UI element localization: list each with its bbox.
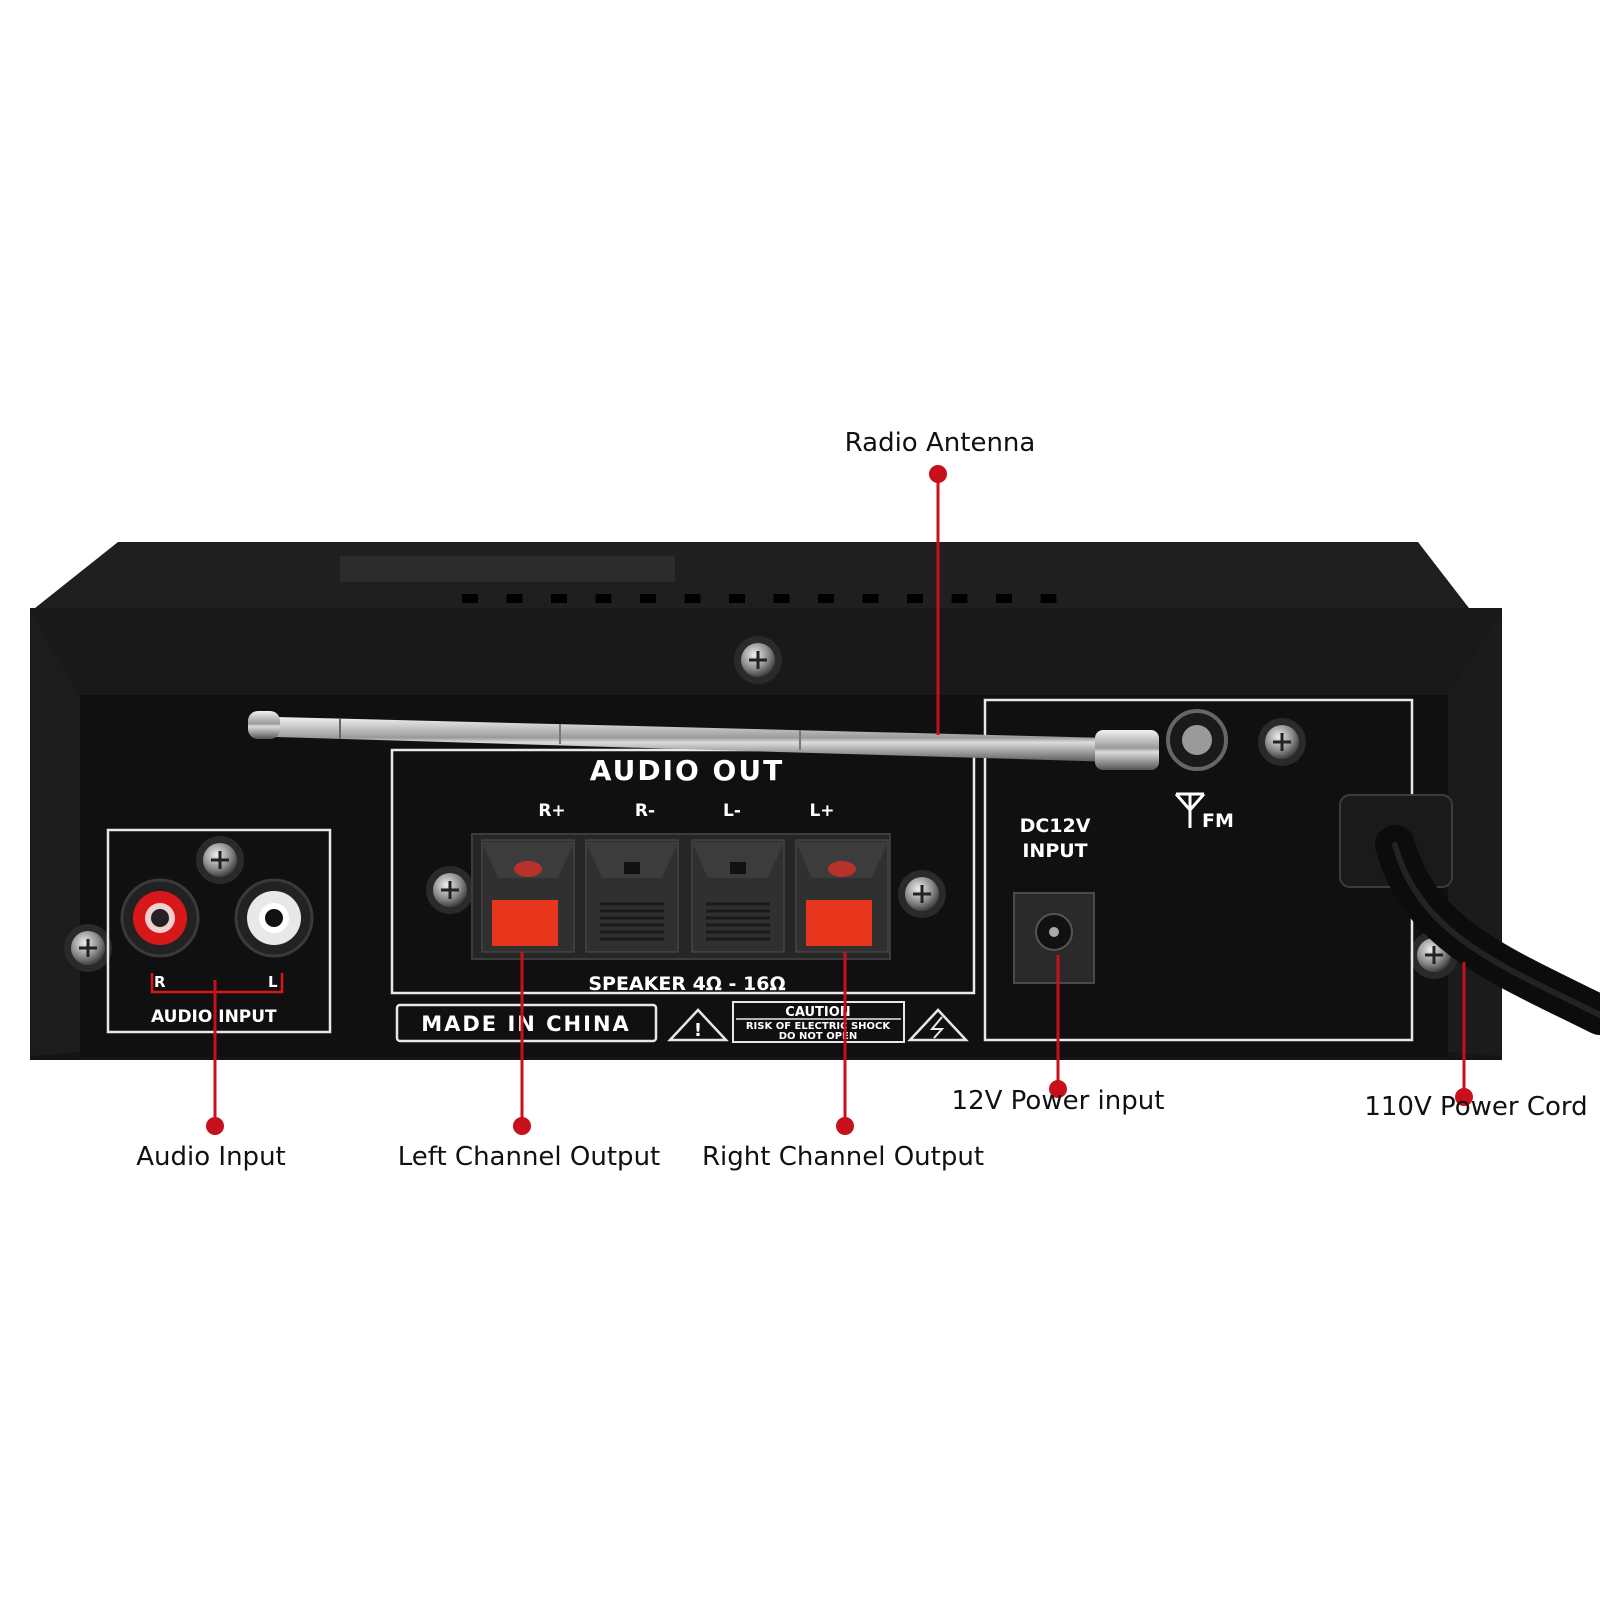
vent-slot bbox=[818, 594, 834, 603]
vent-slot bbox=[551, 594, 567, 603]
dc-input-silk: INPUT bbox=[1022, 840, 1087, 862]
speaker-rating-silk: SPEAKER 4Ω - 16Ω bbox=[588, 973, 785, 995]
top-vents bbox=[462, 594, 1057, 603]
rca-r-label: R bbox=[154, 973, 166, 991]
callout-110v-power-cord: 110V Power Cord bbox=[1364, 1092, 1588, 1122]
screws bbox=[64, 636, 1458, 979]
callout-left-channel-output: Left Channel Output bbox=[397, 1142, 661, 1172]
callout-leader bbox=[1455, 962, 1473, 1106]
made-in-china-silk: MADE IN CHINA bbox=[421, 1012, 631, 1036]
dc-jack[interactable] bbox=[1013, 892, 1095, 984]
vent-slot bbox=[951, 594, 968, 603]
lightning-triangle-icon bbox=[907, 1008, 969, 1042]
radio-antenna[interactable] bbox=[248, 711, 1159, 770]
rca-jack-right[interactable] bbox=[120, 878, 200, 958]
power-panel: DC12V INPUT FM bbox=[983, 698, 1414, 1042]
callout-right-channel-output: Right Channel Output bbox=[701, 1142, 985, 1172]
power-cord[interactable] bbox=[1339, 794, 1600, 1035]
vent-slot bbox=[462, 594, 478, 603]
vent-slot bbox=[506, 594, 523, 603]
speaker-terminal[interactable] bbox=[585, 839, 679, 953]
callout-leader bbox=[929, 465, 947, 735]
rca-jack-left[interactable] bbox=[234, 878, 314, 958]
callout-leader bbox=[513, 952, 531, 1135]
fm-silk: FM bbox=[1202, 810, 1234, 832]
vent-slot bbox=[729, 594, 745, 603]
bottom-labels: MADE IN CHINA ! CAUTION RISK OF ELECTRIC… bbox=[395, 1001, 969, 1043]
vent-slot bbox=[773, 594, 790, 603]
callout-12v-power-input: 12V Power input bbox=[951, 1086, 1165, 1116]
caution-line-2: DO NOT OPEN bbox=[779, 1031, 858, 1042]
callout-radio-antenna: Radio Antenna bbox=[844, 428, 1036, 458]
caution-title: CAUTION bbox=[785, 1005, 850, 1020]
callout-leader bbox=[206, 980, 224, 1135]
callout-leader bbox=[1049, 955, 1067, 1098]
screw-icon bbox=[734, 636, 782, 684]
audio-input-panel: R L AUDIO INPUT bbox=[106, 828, 332, 1034]
screw-icon bbox=[898, 870, 946, 918]
vent-slot bbox=[907, 594, 923, 603]
audio-out-silk: AUDIO OUT bbox=[590, 754, 784, 787]
vent-slot bbox=[1040, 594, 1057, 603]
vent-slot bbox=[684, 594, 701, 603]
speaker-terminal[interactable] bbox=[481, 839, 575, 953]
speaker-terminals bbox=[481, 839, 889, 953]
screw-icon bbox=[426, 866, 474, 914]
terminal-label-l-plus: L+ bbox=[809, 801, 834, 821]
terminal-label-r-plus: R+ bbox=[538, 801, 565, 821]
caution-line-1: RISK OF ELECTRIC SHOCK bbox=[746, 1021, 892, 1032]
speaker-terminal[interactable] bbox=[795, 839, 889, 953]
svg-text:!: ! bbox=[694, 1020, 702, 1041]
terminal-label-l-minus: L- bbox=[723, 801, 741, 821]
vent-slot bbox=[862, 594, 879, 603]
screw-icon bbox=[196, 836, 244, 884]
vent-slot bbox=[595, 594, 612, 603]
warning-triangle-icon: ! bbox=[667, 1008, 729, 1042]
screw-icon bbox=[1258, 718, 1306, 766]
callout-leader bbox=[836, 952, 854, 1135]
screw-icon bbox=[64, 924, 112, 972]
audio-out-panel: AUDIO OUT R+ R- L- L+ SPEAKER 4Ω - 16Ω bbox=[390, 748, 976, 995]
dc12v-silk: DC12V bbox=[1020, 815, 1091, 837]
speaker-terminal[interactable] bbox=[691, 839, 785, 953]
terminal-label-r-minus: R- bbox=[635, 801, 655, 821]
antenna-icon bbox=[1174, 792, 1206, 828]
callout-leaders bbox=[206, 465, 1473, 1135]
vent-slot bbox=[996, 594, 1012, 603]
antenna-socket bbox=[1166, 709, 1228, 771]
rca-l-label: L bbox=[268, 973, 278, 991]
vent-slot bbox=[640, 594, 656, 603]
callout-audio-input: Audio Input bbox=[136, 1142, 286, 1172]
